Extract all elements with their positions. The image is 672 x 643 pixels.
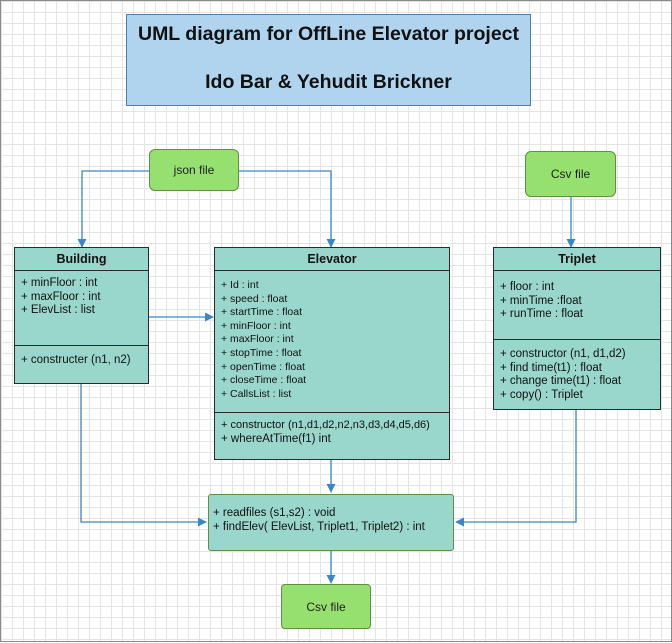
csv-file-input-node: Csv file <box>525 151 616 197</box>
method-row: + whereAtTime(f1) int <box>221 432 331 445</box>
attribute-row: + runTime : float <box>500 308 583 320</box>
attribute-row: + ElevList : list <box>21 304 95 316</box>
method-row: + constructer (n1, n2) <box>21 354 131 366</box>
attribute-row: + floor : int <box>500 281 555 293</box>
class-building-methods: + constructer (n1, n2) <box>15 345 148 372</box>
class-triplet-attributes: + floor : int + minTime :float + runTime… <box>494 271 660 339</box>
attribute-row: + maxFloor : int <box>21 290 101 303</box>
method-row: + change time(t1) : float <box>500 375 622 387</box>
attribute-row: + closeTime : float <box>221 374 307 387</box>
attribute-row: + minFloor : int <box>21 277 98 289</box>
connector-json-to-building <box>77 170 149 248</box>
title-box: UML diagram for OffLine Elevator project… <box>126 14 531 106</box>
class-triplet-name: Triplet <box>494 248 660 271</box>
class-building-attributes: + minFloor : int + maxFloor : int + Elev… <box>15 271 148 345</box>
class-elevator-name: Elevator <box>215 248 449 271</box>
method-row: + constructor (n1,d1,d2,n2,n3,d3,d4,d5,d… <box>221 419 430 431</box>
main-functions-box: + readfiles (s1,s2) : void + findElev( E… <box>208 494 454 551</box>
connector-building-to-functions <box>80 384 207 527</box>
csv-file-output-node: Csv file <box>281 584 371 629</box>
connector-triplet-to-functions <box>455 410 577 527</box>
attribute-row: + openTime : float <box>221 360 305 373</box>
function-row: + findElev( ElevList, Triplet1, Triplet2… <box>213 520 425 533</box>
method-row: + constructor (n1, d1,d2) <box>500 348 626 360</box>
json-file-label: json file <box>173 163 215 177</box>
function-row: + readfiles (s1,s2) : void <box>213 507 336 519</box>
class-elevator-attributes: + Id : int + speed : float + startTime :… <box>215 271 449 412</box>
attribute-row: + minFloor : int <box>221 319 291 332</box>
method-row: + find time(t1) : float <box>500 361 602 374</box>
class-elevator: Elevator + Id : int + speed : float + st… <box>214 247 450 460</box>
attribute-row: + CallsList : list <box>221 387 292 400</box>
attribute-row: + minTime :float <box>500 294 582 307</box>
class-triplet-methods: + constructor (n1, d1,d2) + find time(t1… <box>494 339 660 406</box>
attribute-row: + speed : float <box>221 292 288 305</box>
class-elevator-methods: + constructor (n1,d1,d2,n2,n3,d3,d4,d5,d… <box>215 412 449 450</box>
class-triplet: Triplet + floor : int + minTime :float +… <box>493 247 661 410</box>
class-building-name: Building <box>15 248 148 271</box>
attribute-row: + maxFloor : int <box>221 333 294 346</box>
method-row: + copy() : Triplet <box>500 388 583 401</box>
attribute-row: + startTime : float <box>221 306 303 319</box>
attribute-row: + stopTime : float <box>221 346 302 359</box>
json-file-node: json file <box>149 149 239 191</box>
class-building: Building + minFloor : int + maxFloor : i… <box>14 247 149 384</box>
attribute-row: + Id : int <box>221 279 259 291</box>
csv-file-output-label: Csv file <box>306 599 346 614</box>
diagram-title: UML diagram for OffLine Elevator project <box>137 23 520 45</box>
connector-json-to-elevator <box>239 170 336 248</box>
csv-file-input-label: Csv file <box>550 167 591 181</box>
diagram-authors: Ido Bar & Yehudit Brickner <box>205 71 452 93</box>
